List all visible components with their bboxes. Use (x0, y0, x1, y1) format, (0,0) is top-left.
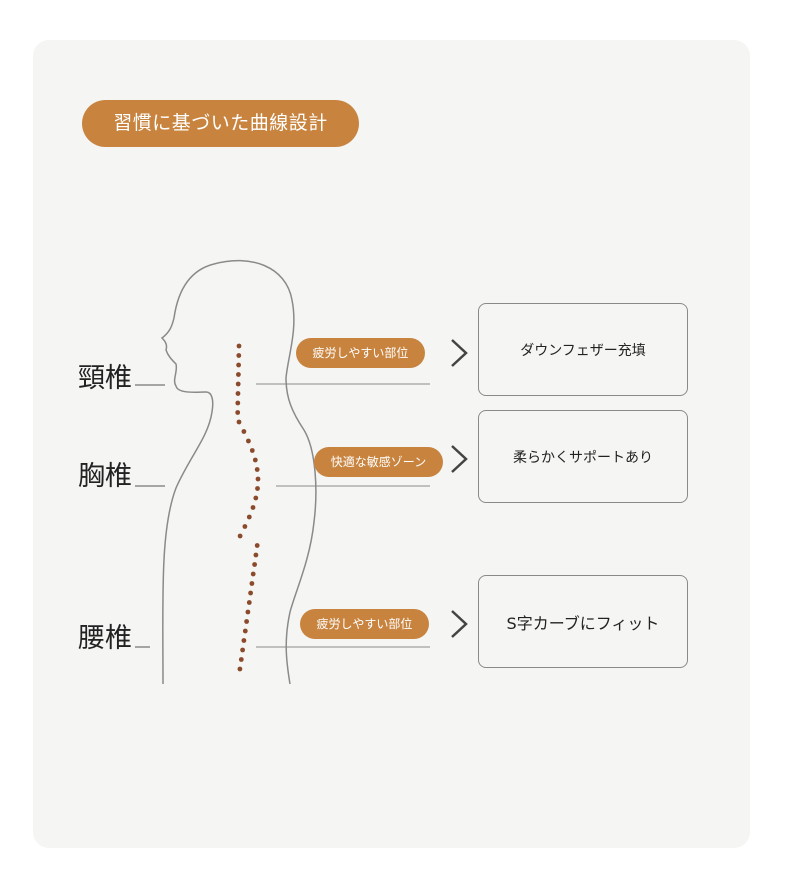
spine-dot (235, 381, 241, 387)
spine-dot (244, 619, 250, 624)
spine-dot (242, 628, 248, 634)
spine-dot (253, 495, 259, 501)
spine-dot (236, 419, 242, 425)
spine-dots (235, 343, 261, 672)
spine-dot (246, 600, 252, 605)
spine-dot (246, 438, 251, 444)
spine-dot (236, 343, 242, 349)
spine-dot (255, 476, 261, 482)
spine-dot (254, 543, 260, 548)
feature-text: S字カーブにフィット (506, 613, 660, 633)
section-label-lumbar: 腰椎 (78, 623, 132, 654)
spine-dot (245, 609, 251, 615)
feature-box-neck: ダウンフェザー充填 (478, 303, 688, 396)
spine-dot (252, 562, 257, 567)
title-badge: 習慣に基づいた曲線設計 (82, 100, 359, 147)
spine-dot (253, 552, 259, 558)
section-label-neck: 頸椎 (78, 363, 132, 394)
tag-neck: 疲労しやすい部位 (296, 338, 425, 368)
spine-dot (255, 486, 260, 491)
spine-dot (242, 524, 248, 529)
feature-box-chest: 柔らかくサポートあり (478, 410, 688, 503)
chevron-right-icon (451, 610, 468, 638)
body-silhouette (160, 259, 317, 685)
spine-dot (236, 362, 242, 368)
spine-dot (246, 514, 252, 520)
spine-dot (236, 372, 241, 377)
spine-dot (237, 533, 243, 539)
tag-chest: 快適な敏感ゾーン (314, 447, 443, 477)
spine-dot (237, 666, 243, 672)
spine-dot (235, 410, 241, 415)
spine-dot (254, 467, 260, 472)
spine-dot (250, 571, 256, 577)
spine-dot (236, 353, 242, 358)
spine-dot (235, 391, 241, 396)
tag-lumbar: 疲労しやすい部位 (300, 609, 429, 639)
chevron-right-icon (451, 339, 468, 367)
chevron-right-icon (451, 445, 468, 473)
spine-dot (241, 429, 247, 434)
spine-dot (248, 590, 254, 596)
spine-dot (235, 400, 241, 406)
spine-dot (241, 638, 247, 643)
content-card (33, 40, 750, 848)
section-label-chest: 胸椎 (78, 461, 132, 492)
spine-dot (249, 581, 255, 586)
spine-dot (238, 657, 244, 662)
spine-dot (252, 457, 258, 463)
feature-box-lumbar: S字カーブにフィット (478, 575, 688, 668)
spine-dot (250, 505, 256, 510)
feature-text: ダウンフェザー充填 (520, 342, 646, 359)
feature-text: 柔らかくサポートあり (513, 449, 653, 466)
spine-dot (240, 647, 246, 653)
spine-dot (249, 448, 255, 453)
